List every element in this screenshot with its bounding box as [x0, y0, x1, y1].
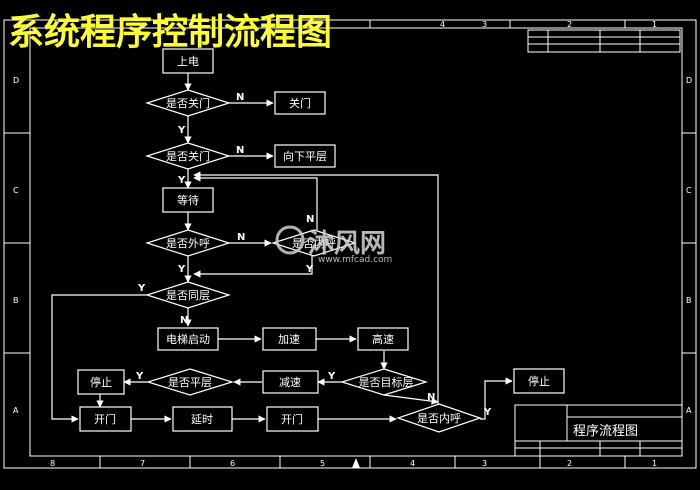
- svg-text:加速: 加速: [278, 333, 300, 346]
- node-door-closed-1: 是否关门: [145, 89, 231, 117]
- label-n-door1: N: [236, 92, 244, 103]
- node-wait: 等待: [162, 187, 214, 213]
- node-stop-right: 停止: [513, 368, 565, 394]
- top-zone-3: 3: [482, 20, 487, 29]
- svg-text:延时: 延时: [191, 413, 213, 426]
- bottom-zone-2: 2: [567, 459, 572, 468]
- bottom-zone-3: 3: [482, 459, 487, 468]
- right-zone-c: C: [686, 186, 692, 195]
- svg-text:是否目标层: 是否目标层: [359, 375, 414, 389]
- node-level: 是否平层: [145, 368, 235, 396]
- label-y-inner: Y: [483, 407, 492, 418]
- node-open-door-1: 开门: [79, 406, 132, 432]
- bottom-zone-8: 8: [50, 459, 55, 468]
- svg-text:开门: 开门: [281, 412, 303, 426]
- label-y-inner-q: Y: [305, 264, 314, 275]
- svg-text:开门: 开门: [94, 412, 116, 426]
- svg-text:是否内呼: 是否内呼: [417, 411, 461, 425]
- connectors: [51, 73, 513, 423]
- svg-text:是否关门: 是否关门: [166, 149, 210, 163]
- node-target-floor: 是否目标层: [339, 368, 429, 396]
- top-zone-1: 1: [652, 20, 657, 29]
- svg-text:是否同层: 是否同层: [166, 289, 210, 302]
- svg-text:停止: 停止: [90, 375, 112, 389]
- label-n-door2: N: [236, 145, 244, 156]
- svg-text:关门: 关门: [289, 96, 311, 110]
- node-power-on: 上电: [162, 48, 214, 74]
- outer-border: [3, 19, 697, 469]
- label-n-inner: N: [427, 392, 435, 403]
- bottom-zone-5: 5: [320, 459, 325, 468]
- drawing-frame: 4 3 2 1 8 7 6 5 4 3 2 1 D C B A D C B A: [3, 19, 697, 469]
- bottom-zone-6: 6: [230, 459, 235, 468]
- label-y-door1: Y: [177, 125, 186, 136]
- branch-labels: N Y N Y N N Y Y Y N Y Y N Y: [135, 92, 492, 418]
- bottom-title-block: 程序流程图: [514, 404, 683, 457]
- title-block-name: 程序流程图: [573, 424, 638, 439]
- right-zone-a: A: [686, 406, 692, 415]
- left-zone-c: C: [13, 186, 19, 195]
- top-zone-4: 4: [440, 20, 445, 29]
- node-stop-left: 停止: [77, 369, 125, 395]
- inner-border: [29, 27, 683, 457]
- right-zone-b: B: [686, 296, 692, 305]
- left-zone-b: B: [13, 296, 19, 305]
- label-y-same: Y: [137, 283, 146, 294]
- svg-text:上电: 上电: [177, 55, 199, 68]
- label-y-door2: Y: [177, 175, 186, 186]
- svg-text:电梯启动: 电梯启动: [166, 333, 210, 346]
- node-open-door-2: 开门: [266, 406, 319, 432]
- node-down-level: 向下平层: [274, 144, 336, 168]
- node-accelerate: 加速: [262, 327, 317, 351]
- bottom-zone-7: 7: [140, 459, 145, 468]
- svg-text:向下平层: 向下平层: [283, 149, 327, 163]
- watermark: 沐风网 www.mfcad.com: [275, 225, 392, 265]
- node-inner-call: 是否内呼: [396, 403, 482, 433]
- node-same-floor: 是否同层: [145, 281, 231, 309]
- node-high-speed: 高速: [357, 327, 409, 351]
- label-y-level: Y: [135, 371, 144, 382]
- label-n-same: N: [180, 315, 188, 326]
- label-y-target: Y: [327, 371, 336, 382]
- page-title: 系统程序控制流程图: [8, 12, 332, 53]
- label-n-outer: N: [237, 232, 245, 243]
- node-decelerate: 减速: [262, 370, 319, 394]
- top-zone-2: 2: [567, 20, 572, 29]
- label-y-outer: Y: [177, 264, 186, 275]
- node-elevator-start: 电梯启动: [157, 327, 219, 351]
- svg-text:高速: 高速: [372, 332, 394, 346]
- svg-text:是否关门: 是否关门: [166, 96, 210, 110]
- node-door-closed-2: 是否关门: [145, 142, 231, 170]
- bottom-zone-4: 4: [410, 459, 415, 468]
- node-close-door: 关门: [274, 91, 326, 115]
- watermark-logo-icon: [275, 225, 305, 255]
- left-zone-a: A: [13, 406, 19, 415]
- label-n-inner-q: N: [306, 214, 314, 225]
- right-zone-d: D: [686, 76, 692, 85]
- node-delay: 延时: [172, 406, 233, 432]
- bottom-zone-1: 1: [652, 459, 657, 468]
- left-zone-d: D: [13, 76, 19, 85]
- svg-text:停止: 停止: [528, 374, 550, 388]
- svg-text:减速: 减速: [279, 376, 301, 389]
- top-title-block: [527, 29, 681, 53]
- svg-text:等待: 等待: [177, 193, 199, 207]
- node-outer-call: 是否外呼: [145, 229, 231, 257]
- svg-text:是否外呼: 是否外呼: [166, 237, 210, 250]
- watermark-brand: 沐风网: [308, 229, 386, 259]
- svg-text:是否平层: 是否平层: [168, 376, 212, 389]
- watermark-url: www.mfcad.com: [318, 255, 392, 265]
